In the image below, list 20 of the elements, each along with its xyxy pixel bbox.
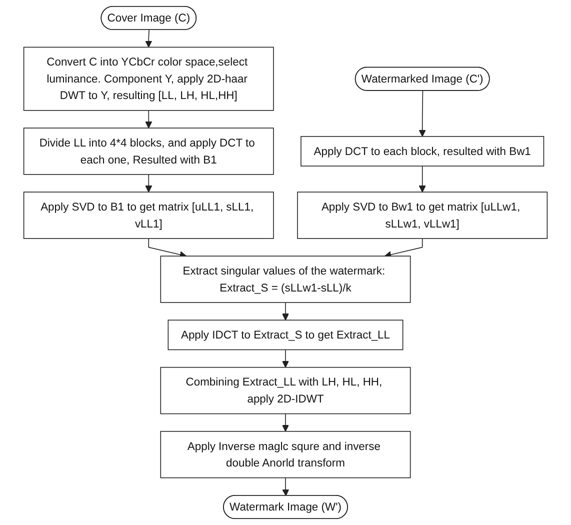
node-box: Convert C into YCbCr color space,select luminance. Component Y, apply 2D-haar DWT to Y, resulting [LL, LH, HL,HH] <box>23 46 274 111</box>
arrow <box>145 110 152 128</box>
node-box: Apply DCT to each block, resulted with Bw1 <box>300 136 544 166</box>
arrow <box>145 174 152 192</box>
node-box: Combining Extract_LL with LH, HL, HH, apply 2D-IDWT <box>160 366 411 414</box>
arrow <box>384 238 423 258</box>
arrow <box>282 477 290 496</box>
node-box: Divide LL into 4*4 blocks, and apply DCT to each one, Resulted with B1 <box>23 128 274 175</box>
arrow <box>282 349 290 368</box>
arrow <box>418 90 426 137</box>
node-box: Extract singular values of the watermark: Extract_S = (sLLw1-sLL)/k <box>160 256 411 303</box>
node-box: Apply IDCT to Extract_S to get Extract_LL <box>168 320 404 350</box>
arrow <box>145 30 152 48</box>
node-box: Apply Inverse maglc squre and inverse double Anorld transform <box>160 430 411 478</box>
arrow <box>282 302 290 320</box>
node-box: Apply SVD to B1 to get matrix [uLL1, sLL1, vLL1] <box>23 192 274 239</box>
arrow <box>418 166 426 192</box>
arrow <box>148 238 187 258</box>
arrow <box>282 413 290 432</box>
node-box: Apply SVD to Bw1 to get matrix [uLLw1, sLLw1, vLLw1] <box>297 192 548 239</box>
